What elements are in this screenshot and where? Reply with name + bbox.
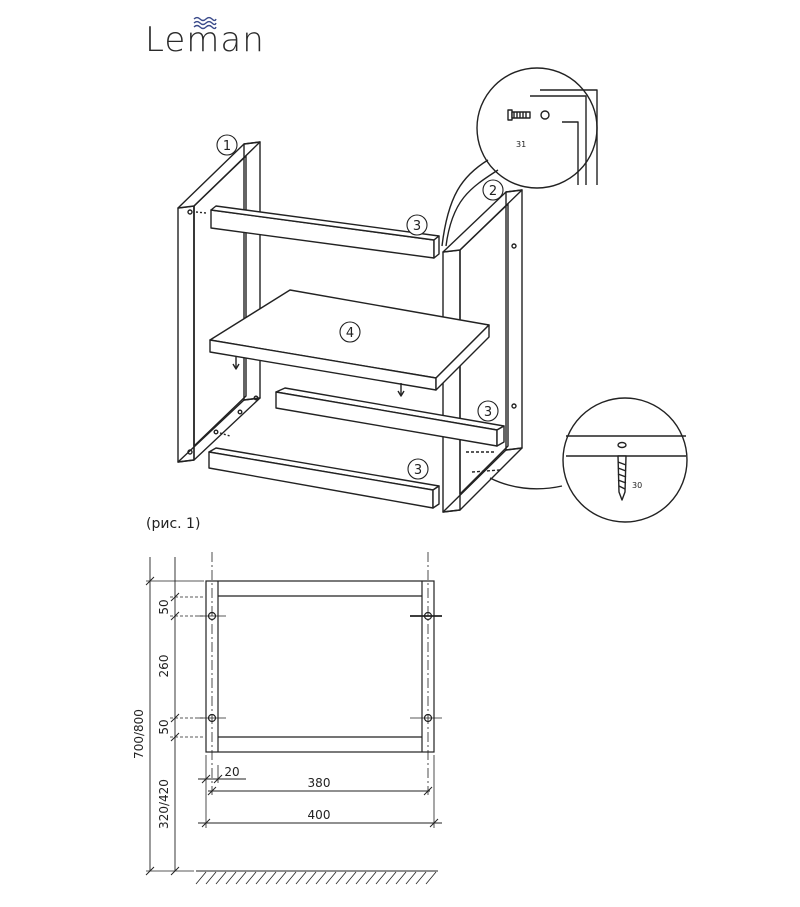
rail-bottom-front — [208, 447, 440, 509]
dim-260: 260 — [157, 655, 171, 678]
rail-top — [210, 205, 440, 259]
part-number-3-front: 3 — [414, 463, 422, 478]
dim-top-50: 50 — [157, 599, 171, 614]
rail-bottom-back — [275, 387, 505, 447]
detail-wall-screw — [441, 67, 598, 247]
part-number-4: 4 — [346, 326, 354, 341]
bolt-hole — [187, 449, 193, 455]
part-label-circle — [216, 134, 238, 156]
technical-drawing — [145, 552, 442, 885]
frame-outline — [205, 580, 435, 753]
side-frame-left — [177, 141, 261, 463]
floor-hatch — [195, 871, 437, 885]
part-number-3-top: 3 — [413, 219, 421, 234]
dim-offset: 20 — [224, 765, 239, 779]
figure-caption: (рис. 1) — [146, 516, 201, 532]
part-label-circle — [406, 214, 428, 236]
part-label-circle — [407, 458, 429, 480]
bolt-hole — [511, 403, 517, 409]
wave-icon — [193, 16, 217, 30]
part-number-1: 1 — [223, 139, 231, 154]
part-label-circle — [477, 400, 499, 422]
brand-logo-text: Leman — [145, 20, 265, 60]
wall-screw-length: 31 — [516, 140, 526, 149]
floor-screw-length: 30 — [632, 481, 642, 490]
part-number-2: 2 — [489, 184, 497, 199]
bolt-hole — [187, 209, 193, 215]
dim-inner-width: 380 — [308, 776, 331, 790]
bolt-hole — [253, 395, 259, 401]
dim-bottom-50: 50 — [157, 719, 171, 734]
bolt-hole — [237, 409, 243, 415]
part-number-3-back: 3 — [484, 405, 492, 420]
dim-leg-height: 320/420 — [157, 779, 171, 829]
detail-floor-screw — [489, 397, 688, 523]
bolt-hole — [511, 243, 517, 249]
part-label-circle — [482, 179, 504, 201]
dim-outer-width: 400 — [308, 808, 331, 822]
part-label-circle — [339, 321, 361, 343]
brand-logo: Leman — [145, 14, 275, 62]
bolt-hole — [213, 429, 219, 435]
dim-total-height: 700/800 — [132, 709, 146, 759]
